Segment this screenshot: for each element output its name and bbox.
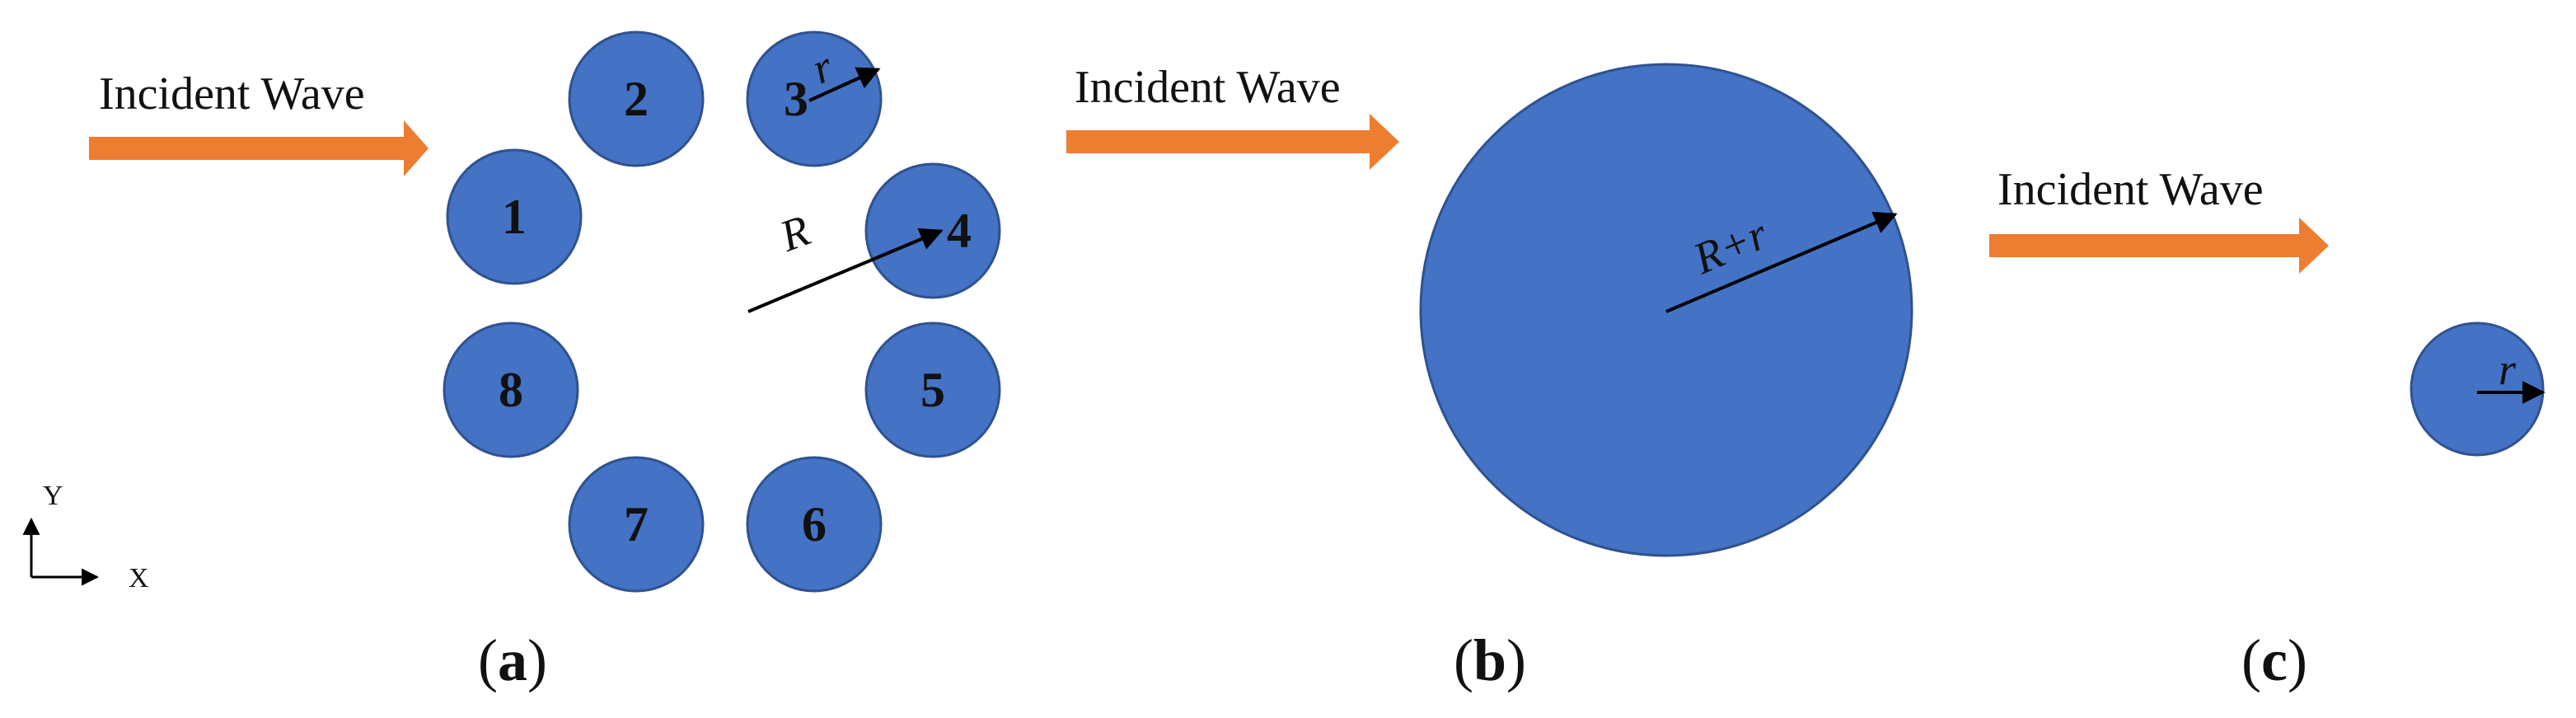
coordinate-axes	[22, 517, 100, 586]
cylinder-number: 7	[624, 497, 649, 551]
cylinder-number: 3	[784, 72, 808, 126]
cylinder-5: 5	[864, 321, 1001, 458]
panel-label-b: (b)	[1454, 627, 1526, 693]
single-cylinder	[2410, 321, 2545, 457]
incident-wave-label-b: Incident Wave	[1075, 62, 1341, 113]
incident-wave-arrow-c	[1989, 218, 2329, 274]
cylinder-7: 7	[568, 456, 705, 593]
cylinder-8: 8	[443, 321, 579, 458]
cylinder-4: 4	[864, 162, 1001, 299]
radius-Rr-arrow	[1665, 211, 1898, 313]
cylinder-1: 1	[446, 148, 583, 285]
panel-label-a: (a)	[478, 627, 547, 693]
axis-x-label: X	[129, 563, 149, 594]
incident-wave-arrow-b	[1066, 114, 1399, 170]
incident-wave-arrow-a	[89, 120, 429, 176]
radius-R-arrow	[747, 228, 944, 313]
cylinder-number: 1	[502, 190, 527, 244]
panel-label-c: (c)	[2241, 627, 2307, 693]
axis-y-label: Y	[43, 481, 63, 511]
cylinder-number: 6	[802, 497, 827, 551]
cylinder-6: 6	[746, 456, 883, 593]
radius-r-label-c: r	[2499, 345, 2517, 394]
cylinder-number: 8	[499, 363, 523, 417]
cylinder-number: 5	[920, 363, 945, 417]
panel-b: Incident Wave R+r (b)	[1066, 62, 1913, 693]
incident-wave-label-a: Incident Wave	[99, 68, 365, 120]
radius-r-arrow-a	[808, 67, 881, 102]
panel-c: Incident Wave r (c)	[1989, 164, 2546, 693]
cylinder-number: 2	[624, 72, 649, 126]
cylinder-number: 4	[947, 204, 972, 258]
panel-a: Incident Wave 1 2 3 4 5 6 7	[22, 31, 1001, 693]
cylinder-2: 2	[568, 31, 705, 167]
radius-R-label: R	[773, 205, 816, 261]
incident-wave-label-c: Incident Wave	[1998, 164, 2264, 215]
